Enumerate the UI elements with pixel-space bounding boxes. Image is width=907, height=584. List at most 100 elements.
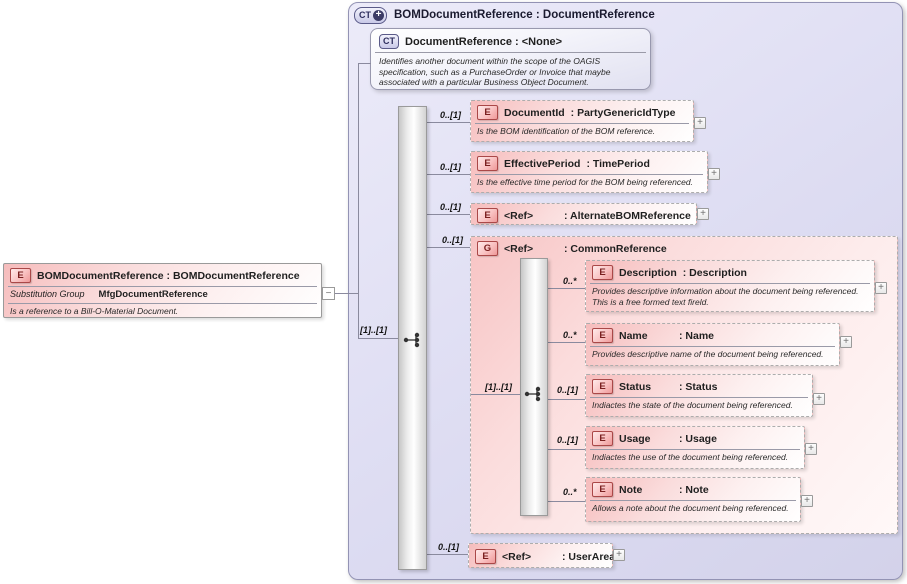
connector-line bbox=[471, 394, 520, 395]
element-name: Note bbox=[619, 483, 643, 496]
connector-line bbox=[359, 338, 399, 339]
ct-icon: CT bbox=[379, 34, 399, 49]
element-type: : PartyGenericIdType bbox=[570, 106, 676, 119]
element-type: : TimePeriod bbox=[586, 157, 650, 170]
element-icon: E bbox=[477, 156, 498, 171]
connector-line bbox=[548, 449, 585, 450]
element-name: <Ref> bbox=[504, 209, 534, 222]
divider bbox=[590, 397, 808, 398]
cardinality-label: 0..[1] bbox=[438, 542, 460, 552]
element-box-description[interactable]: E Description : Description Provides des… bbox=[585, 260, 875, 312]
substitution-group-label: Substitution Group bbox=[10, 289, 85, 299]
ct-plus-icon: CT + bbox=[354, 6, 387, 24]
divider bbox=[8, 286, 317, 287]
connector-line bbox=[427, 174, 470, 175]
element-box-status[interactable]: E Status : Status Indiactes the state of… bbox=[585, 374, 813, 417]
element-annotation: Indiactes the use of the document being … bbox=[592, 452, 789, 462]
divider bbox=[590, 500, 796, 501]
connector-line bbox=[335, 293, 358, 294]
cardinality-label: 0..[1] bbox=[440, 110, 462, 120]
element-icon: E bbox=[592, 482, 613, 497]
element-box-effectiveperiod[interactable]: E EffectivePeriod : TimePeriod Is the ef… bbox=[470, 151, 708, 193]
inner-sequence-bar[interactable] bbox=[520, 258, 548, 516]
connector-line bbox=[427, 554, 468, 555]
cardinality-label: 0..* bbox=[563, 330, 577, 340]
connector-line bbox=[427, 214, 470, 215]
root-element-box[interactable]: E BOMDocumentReference : BOMDocumentRefe… bbox=[3, 263, 322, 318]
element-box-userarea[interactable]: E <Ref> : UserArea bbox=[468, 543, 616, 568]
element-title-row: E Usage : Usage bbox=[586, 427, 804, 449]
element-title-row: E Name : Name bbox=[586, 324, 839, 346]
element-box-documentid[interactable]: E DocumentId : PartyGenericIdType Is the… bbox=[470, 100, 694, 142]
element-type: : Name bbox=[679, 329, 715, 342]
divider bbox=[8, 303, 317, 304]
element-name: EffectivePeriod bbox=[504, 157, 581, 170]
expand-button[interactable]: + bbox=[840, 336, 852, 348]
sequence-icon bbox=[524, 386, 541, 402]
cardinality-label: 0..[1] bbox=[442, 235, 464, 245]
cardinality-label: 0..[1] bbox=[440, 162, 462, 172]
connector-line bbox=[427, 247, 470, 248]
element-title-row: E <Ref> : UserArea bbox=[469, 544, 616, 567]
connector-line bbox=[358, 63, 359, 339]
group-title-row: G <Ref> : CommonReference bbox=[471, 237, 897, 259]
element-annotation: Is the BOM identification of the BOM ref… bbox=[477, 126, 656, 136]
element-type: : UserArea bbox=[562, 550, 616, 563]
cardinality-label: 0..[1] bbox=[557, 435, 579, 445]
root-element-annotation: Is a reference to a Bill-O-Material Docu… bbox=[10, 306, 179, 316]
connector-line bbox=[548, 288, 585, 289]
type-box-annotation: Identifies another document within the s… bbox=[379, 56, 611, 88]
element-icon: E bbox=[477, 208, 498, 223]
group-name: <Ref> bbox=[504, 242, 534, 255]
element-box-name[interactable]: E Name : Name Provides descriptive name … bbox=[585, 323, 840, 366]
connector-line bbox=[548, 399, 585, 400]
type-annotation-box[interactable]: CT DocumentReference : <None> Identifies… bbox=[370, 28, 651, 90]
element-box-usage[interactable]: E Usage : Usage Indiactes the use of the… bbox=[585, 426, 805, 469]
expand-button[interactable]: + bbox=[708, 168, 720, 180]
cardinality-label: 0..* bbox=[563, 487, 577, 497]
sequence-cardinality-label: [1]..[1] bbox=[360, 325, 387, 335]
element-name: Name bbox=[619, 329, 648, 342]
substitution-group-row: Substitution Group MfgDocumentReference bbox=[4, 287, 321, 303]
expand-button[interactable]: + bbox=[813, 393, 825, 405]
substitution-group-value: MfgDocumentReference bbox=[98, 289, 208, 300]
element-type: : Note bbox=[679, 483, 709, 496]
element-title-row: E <Ref> : AlternateBOMReference bbox=[471, 204, 696, 226]
element-icon: E bbox=[477, 105, 498, 120]
element-title-row: E Status : Status bbox=[586, 375, 812, 397]
element-box-alternatebomreference[interactable]: E <Ref> : AlternateBOMReference bbox=[470, 203, 697, 225]
sequence-bar[interactable] bbox=[398, 106, 427, 570]
element-annotation: Indiactes the state of the document bein… bbox=[592, 400, 793, 410]
expand-button[interactable]: + bbox=[801, 495, 813, 507]
expand-button[interactable]: + bbox=[805, 443, 817, 455]
expand-button[interactable]: + bbox=[875, 282, 887, 294]
element-icon: E bbox=[592, 431, 613, 446]
divider bbox=[590, 283, 870, 284]
element-icon: E bbox=[475, 549, 496, 564]
element-name: DocumentId bbox=[504, 106, 565, 119]
element-box-note[interactable]: E Note : Note Allows a note about the do… bbox=[585, 477, 801, 522]
cardinality-label: 0..[1] bbox=[440, 202, 462, 212]
expand-button[interactable]: + bbox=[613, 549, 625, 561]
collapse-button[interactable]: − bbox=[322, 287, 335, 300]
expand-button[interactable]: + bbox=[694, 117, 706, 129]
header-title: BOMDocumentReference : DocumentReference bbox=[394, 9, 655, 21]
connector-line bbox=[359, 63, 371, 64]
element-title-row: E DocumentId : PartyGenericIdType bbox=[471, 101, 693, 123]
element-title-row: E EffectivePeriod : TimePeriod bbox=[471, 152, 707, 174]
element-name: Status bbox=[619, 380, 652, 393]
divider bbox=[590, 346, 835, 347]
element-name: Description bbox=[619, 266, 677, 279]
expand-button[interactable]: + bbox=[697, 208, 709, 220]
element-annotation: Provides descriptive name of the documen… bbox=[592, 349, 824, 359]
connector-line bbox=[548, 501, 585, 502]
element-type: : Status bbox=[679, 380, 718, 393]
element-icon: E bbox=[592, 265, 613, 280]
type-box-title-row: CT DocumentReference : <None> bbox=[371, 29, 650, 52]
divider bbox=[590, 449, 800, 450]
group-icon: G bbox=[477, 241, 498, 256]
divider bbox=[375, 52, 646, 53]
element-icon: E bbox=[592, 379, 613, 394]
cardinality-label: 0..* bbox=[563, 276, 577, 286]
divider bbox=[475, 123, 689, 124]
